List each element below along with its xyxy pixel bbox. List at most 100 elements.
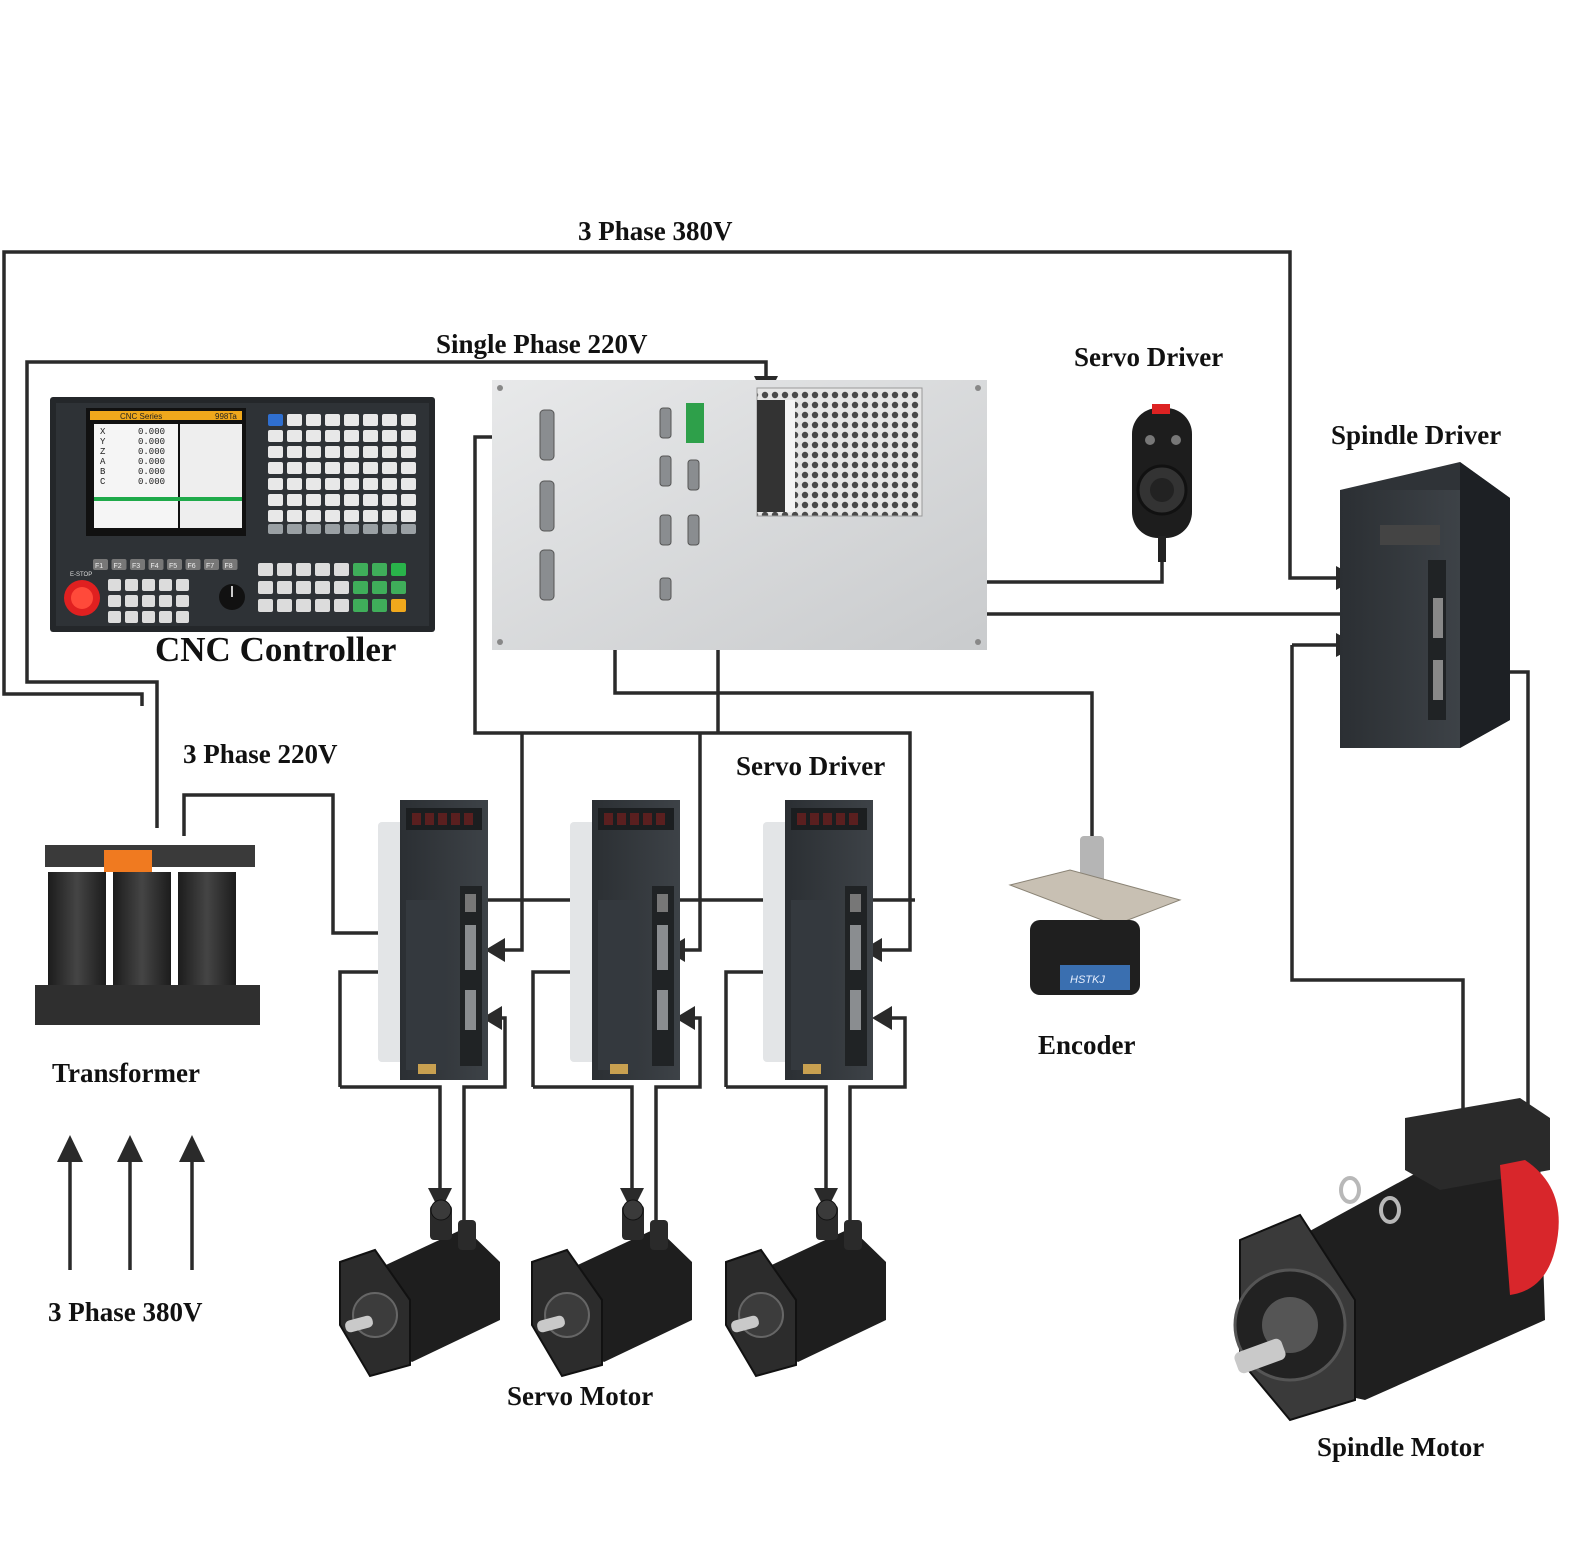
function-key-f1[interactable] bbox=[93, 559, 108, 570]
keypad-key[interactable] bbox=[287, 446, 302, 458]
operation-key[interactable] bbox=[391, 563, 406, 576]
keypad-key[interactable] bbox=[363, 414, 378, 426]
soft-key[interactable] bbox=[287, 524, 302, 534]
keypad-key[interactable] bbox=[344, 462, 359, 474]
keypad-key[interactable] bbox=[325, 430, 340, 442]
operation-key[interactable] bbox=[277, 563, 292, 576]
operation-key[interactable] bbox=[258, 599, 273, 612]
soft-key[interactable] bbox=[363, 524, 378, 534]
keypad-key[interactable] bbox=[306, 478, 321, 490]
operation-key[interactable] bbox=[159, 595, 172, 607]
keypad-key[interactable] bbox=[382, 430, 397, 442]
operation-key[interactable] bbox=[296, 581, 311, 594]
keypad-key[interactable] bbox=[401, 494, 416, 506]
operation-key[interactable] bbox=[125, 595, 138, 607]
keypad-key[interactable] bbox=[401, 414, 416, 426]
keypad-key[interactable] bbox=[382, 478, 397, 490]
keypad-key[interactable] bbox=[344, 414, 359, 426]
operation-key[interactable] bbox=[372, 581, 387, 594]
operation-key[interactable] bbox=[176, 595, 189, 607]
operation-key[interactable] bbox=[391, 581, 406, 594]
keypad-key[interactable] bbox=[382, 494, 397, 506]
keypad-key[interactable] bbox=[306, 510, 321, 522]
keypad-key[interactable] bbox=[287, 414, 302, 426]
keypad-key[interactable] bbox=[363, 478, 378, 490]
keypad-key[interactable] bbox=[325, 478, 340, 490]
keypad-key[interactable] bbox=[401, 478, 416, 490]
soft-key[interactable] bbox=[401, 524, 416, 534]
operation-key[interactable] bbox=[142, 611, 155, 623]
keypad-key[interactable] bbox=[287, 494, 302, 506]
operation-key[interactable] bbox=[353, 563, 368, 576]
soft-key[interactable] bbox=[268, 524, 283, 534]
operation-key[interactable] bbox=[142, 595, 155, 607]
keypad-key[interactable] bbox=[382, 462, 397, 474]
keypad-key[interactable] bbox=[382, 510, 397, 522]
keypad-key[interactable] bbox=[344, 478, 359, 490]
keypad-key[interactable] bbox=[268, 462, 283, 474]
keypad-key[interactable] bbox=[268, 478, 283, 490]
keypad-key[interactable] bbox=[325, 462, 340, 474]
operation-key[interactable] bbox=[142, 579, 155, 591]
keypad-key[interactable] bbox=[401, 510, 416, 522]
keypad-key[interactable] bbox=[401, 462, 416, 474]
operation-key[interactable] bbox=[176, 579, 189, 591]
soft-key[interactable] bbox=[306, 524, 321, 534]
operation-key[interactable] bbox=[108, 579, 121, 591]
operation-key[interactable] bbox=[334, 599, 349, 612]
keypad-key[interactable] bbox=[344, 494, 359, 506]
keypad-key[interactable] bbox=[306, 414, 321, 426]
keypad-key[interactable] bbox=[363, 510, 378, 522]
operation-key[interactable] bbox=[176, 611, 189, 623]
function-key-f8[interactable] bbox=[222, 559, 238, 570]
operation-key[interactable] bbox=[125, 579, 138, 591]
operation-key[interactable] bbox=[315, 581, 330, 594]
keypad-key[interactable] bbox=[306, 462, 321, 474]
keypad-key[interactable] bbox=[363, 446, 378, 458]
keypad-key[interactable] bbox=[363, 430, 378, 442]
operation-key[interactable] bbox=[296, 599, 311, 612]
keypad-key[interactable] bbox=[325, 494, 340, 506]
function-key-f7[interactable] bbox=[204, 559, 219, 570]
operation-key[interactable] bbox=[296, 563, 311, 576]
keypad-key[interactable] bbox=[268, 414, 283, 426]
operation-key[interactable] bbox=[159, 579, 172, 591]
operation-key[interactable] bbox=[353, 599, 368, 612]
operation-key[interactable] bbox=[334, 581, 349, 594]
keypad-key[interactable] bbox=[268, 510, 283, 522]
keypad-key[interactable] bbox=[325, 446, 340, 458]
soft-key[interactable] bbox=[325, 524, 340, 534]
function-key-f2[interactable] bbox=[111, 559, 127, 570]
pendant-estop[interactable] bbox=[1152, 404, 1170, 414]
keypad-key[interactable] bbox=[344, 446, 359, 458]
operation-key[interactable] bbox=[108, 595, 121, 607]
operation-key[interactable] bbox=[125, 611, 138, 623]
operation-key[interactable] bbox=[372, 563, 387, 576]
operation-key[interactable] bbox=[315, 599, 330, 612]
keypad-key[interactable] bbox=[382, 414, 397, 426]
keypad-key[interactable] bbox=[344, 430, 359, 442]
function-key-f6[interactable] bbox=[185, 559, 201, 570]
keypad-key[interactable] bbox=[287, 462, 302, 474]
operation-key[interactable] bbox=[159, 611, 172, 623]
operation-key[interactable] bbox=[353, 581, 368, 594]
soft-key[interactable] bbox=[344, 524, 359, 534]
keypad-key[interactable] bbox=[363, 494, 378, 506]
operation-key[interactable] bbox=[391, 599, 406, 612]
operation-key[interactable] bbox=[334, 563, 349, 576]
operation-key[interactable] bbox=[108, 611, 121, 623]
keypad-key[interactable] bbox=[325, 414, 340, 426]
keypad-key[interactable] bbox=[268, 446, 283, 458]
keypad-key[interactable] bbox=[306, 430, 321, 442]
keypad-key[interactable] bbox=[363, 462, 378, 474]
operation-key[interactable] bbox=[277, 599, 292, 612]
operation-key[interactable] bbox=[315, 563, 330, 576]
keypad-key[interactable] bbox=[401, 430, 416, 442]
operation-key[interactable] bbox=[258, 563, 273, 576]
keypad-key[interactable] bbox=[325, 510, 340, 522]
operation-key[interactable] bbox=[277, 581, 292, 594]
soft-key[interactable] bbox=[382, 524, 397, 534]
keypad-key[interactable] bbox=[306, 494, 321, 506]
function-key-f5[interactable] bbox=[167, 559, 182, 570]
keypad-key[interactable] bbox=[268, 494, 283, 506]
